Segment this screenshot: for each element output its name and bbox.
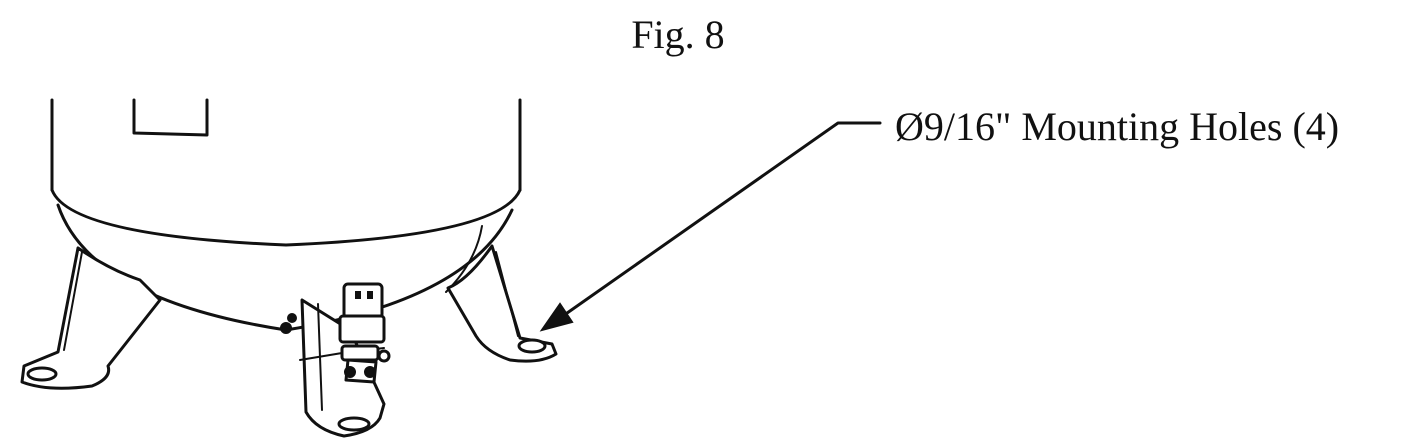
right-leg — [446, 244, 558, 363]
figure-title: Fig. 8 — [631, 12, 724, 57]
mounting-hole-right — [517, 338, 547, 354]
front-leg — [300, 298, 386, 438]
left-leg — [20, 246, 162, 390]
callout-label: Ø9/16" Mounting Holes (4) — [895, 104, 1339, 149]
callout-arrow — [539, 121, 882, 332]
mounting-hole-left — [26, 366, 58, 382]
mounting-hole-front — [337, 416, 371, 432]
drain-valve-assembly — [280, 282, 391, 384]
